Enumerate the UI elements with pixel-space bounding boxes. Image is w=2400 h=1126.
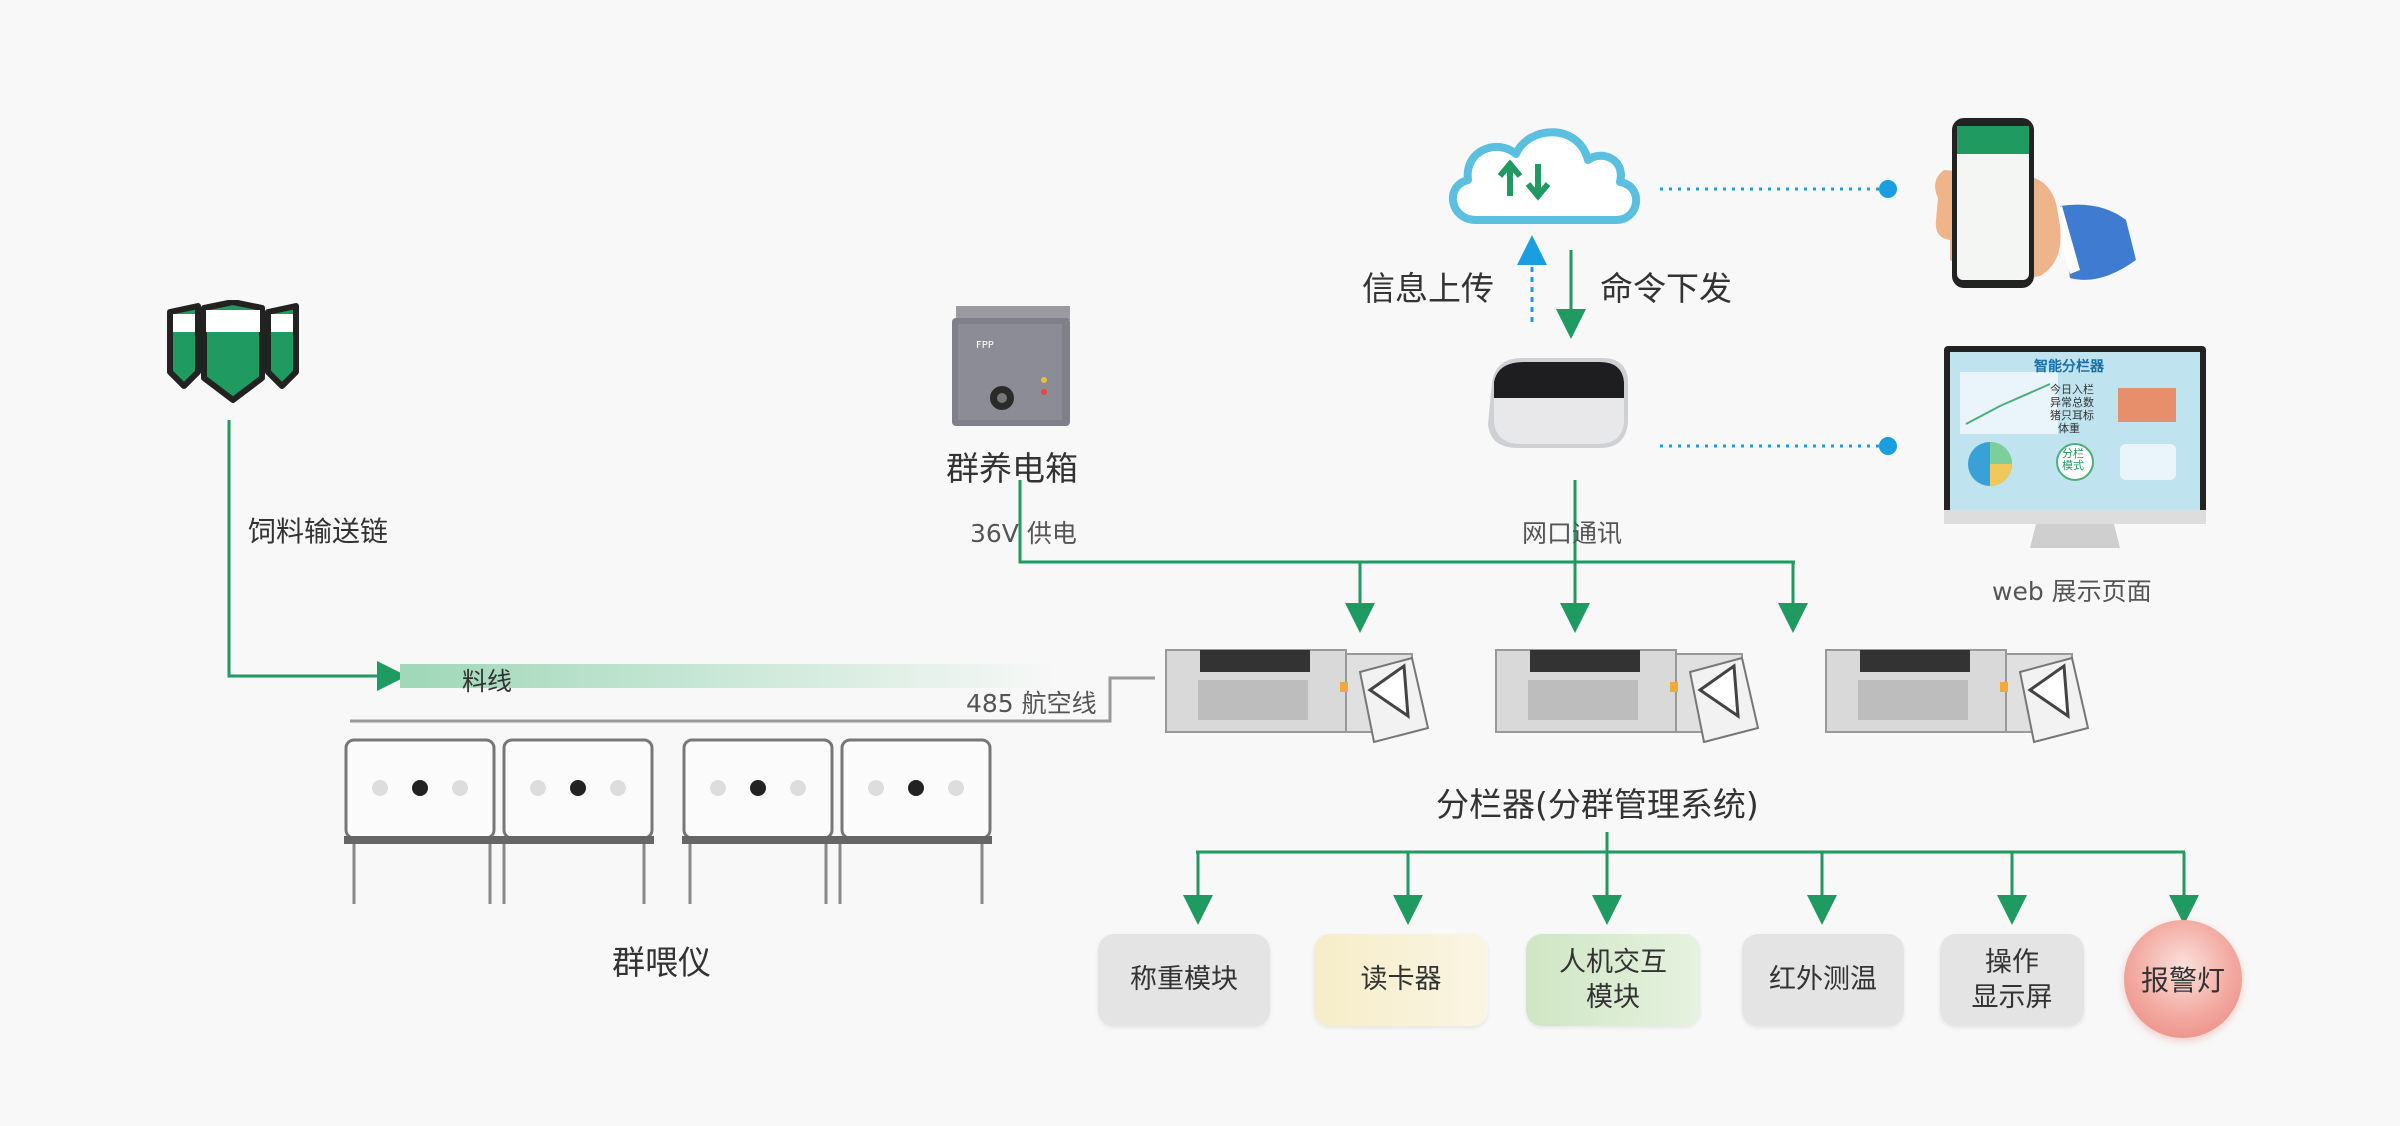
monitor-list-1: 今日入栏 bbox=[2050, 383, 2094, 396]
separator-device-2 bbox=[1495, 649, 1760, 744]
feed-line-bar bbox=[400, 664, 1060, 688]
phone-hand-icon bbox=[1935, 118, 2136, 288]
module-card-reader: 读卡器 bbox=[1314, 934, 1488, 1026]
cloud-icon bbox=[1448, 128, 1640, 224]
line-485 bbox=[350, 676, 1155, 723]
monitor-mode-badge: 分栏 模式 bbox=[2062, 447, 2084, 473]
feed-line-label: 料线 bbox=[462, 667, 513, 696]
command-down-label: 命令下发 bbox=[1600, 269, 1732, 308]
module-infrared: 红外测温 bbox=[1742, 934, 1904, 1026]
module-hmi: 人机交互 模块 bbox=[1526, 934, 1700, 1026]
module-infrared-label: 红外测温 bbox=[1769, 964, 1877, 996]
power-line bbox=[1018, 480, 1795, 564]
alarm-light: 报警灯 bbox=[2124, 920, 2242, 1038]
module-weighing: 称重模块 bbox=[1098, 934, 1270, 1026]
feed-chain-line bbox=[227, 420, 407, 691]
monitor-list-2: 异常总数 bbox=[2050, 396, 2094, 409]
svg-text:FPP: FPP bbox=[976, 340, 994, 351]
module-bus bbox=[1196, 832, 2185, 854]
module-display: 操作 显示屏 bbox=[1940, 934, 2084, 1026]
monitor-title: 智能分栏器 bbox=[2034, 359, 2104, 375]
module-display-label: 操作 显示屏 bbox=[1971, 946, 2053, 1013]
module-hmi-label: 人机交互 模块 bbox=[1559, 946, 1667, 1013]
monitor-list-3: 猪只耳标 bbox=[2050, 409, 2094, 422]
network-label: 网口通讯 bbox=[1522, 519, 1623, 548]
monitor-icon bbox=[1944, 346, 2206, 548]
monitor-list-4: 体重 bbox=[2058, 422, 2080, 435]
power-label: 36V 供电 bbox=[970, 519, 1077, 548]
info-upload-label: 信息上传 bbox=[1362, 269, 1494, 308]
separator-label: 分栏器(分群管理系统) bbox=[1436, 785, 1759, 824]
line-485-label: 485 航空线 bbox=[966, 689, 1097, 718]
separator-device-3 bbox=[1825, 649, 2090, 744]
group-power-box-icon: FPP bbox=[952, 306, 1070, 426]
group-feeder-icon bbox=[344, 738, 992, 904]
feeder-label: 群喂仪 bbox=[612, 943, 711, 982]
module-weighing-label: 称重模块 bbox=[1130, 964, 1238, 996]
separator-device-1 bbox=[1165, 649, 1430, 744]
feed-chain-label: 饲料输送链 bbox=[248, 515, 389, 548]
module-card-reader-label: 读卡器 bbox=[1360, 964, 1442, 996]
web-page-label: web 展示页面 bbox=[1992, 577, 2152, 606]
gateway-device-icon bbox=[1488, 358, 1628, 448]
alarm-light-label: 报警灯 bbox=[2140, 964, 2225, 997]
feed-silo-icon bbox=[167, 300, 299, 403]
group-box-label: 群养电箱 bbox=[946, 449, 1078, 488]
